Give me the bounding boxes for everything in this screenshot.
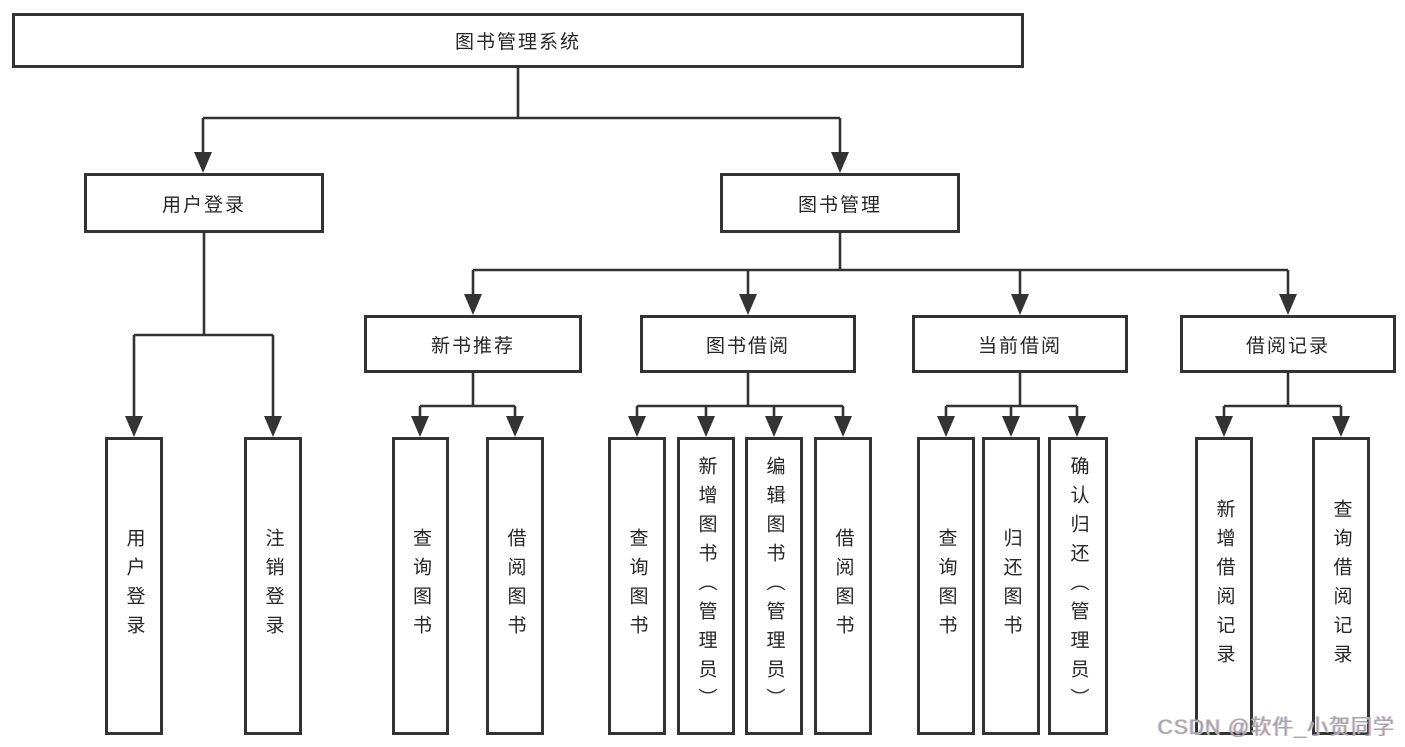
node-label: 借阅图书 xyxy=(832,528,854,644)
arrow-down-icon xyxy=(1011,294,1029,315)
node-label: 新增图书（管理员） xyxy=(695,455,717,717)
leaf-return-book: 归还图书 xyxy=(982,437,1040,735)
node-label: 查询图书 xyxy=(935,528,957,644)
arrow-down-icon xyxy=(1332,416,1350,437)
node-label: 注销登录 xyxy=(262,528,284,644)
arrow-down-icon xyxy=(506,416,524,437)
arrow-down-icon xyxy=(834,416,852,437)
csdn-watermark: CSDN @软件_小贺同学 xyxy=(1157,716,1395,739)
node-label: 新增借阅记录 xyxy=(1213,499,1235,673)
arrow-down-icon xyxy=(739,294,757,315)
leaf-user-login: 用户登录 xyxy=(105,437,163,735)
node-label: 查询图书 xyxy=(626,528,648,644)
connector-newbook-to-leaves xyxy=(418,373,517,423)
leaf-confirm-return-admin: 确认归还（管理员） xyxy=(1048,437,1108,735)
leaf-query-books-2: 查询图书 xyxy=(608,437,666,735)
arrow-down-icon xyxy=(1279,294,1297,315)
node-label: 编辑图书（管理员） xyxy=(763,455,785,717)
arrow-down-icon xyxy=(765,416,783,437)
leaf-add-borrow-record: 新增借阅记录 xyxy=(1195,437,1253,735)
connector-root-to-level1 xyxy=(201,68,842,159)
connector-records-to-leaves xyxy=(1222,373,1343,423)
node-label: 新书推荐 xyxy=(430,335,515,357)
leaf-borrow-books-1: 借阅图书 xyxy=(486,437,544,735)
node-current-borrow: 当前借阅 xyxy=(912,315,1128,373)
arrow-down-icon xyxy=(628,416,646,437)
arrow-down-icon xyxy=(697,416,715,437)
node-label: 确认归还（管理员） xyxy=(1067,455,1089,717)
arrow-down-icon xyxy=(464,294,482,315)
node-label: 借阅记录 xyxy=(1245,335,1330,357)
arrow-down-icon xyxy=(831,152,849,173)
connector-current-to-leaves xyxy=(944,373,1079,423)
node-borrow-records: 借阅记录 xyxy=(1180,315,1396,373)
node-label: 用户登录 xyxy=(161,194,246,216)
node-label: 图书借阅 xyxy=(705,335,790,357)
node-book-management: 图书管理 xyxy=(720,173,960,233)
arrow-down-icon xyxy=(1068,416,1086,437)
node-label: 当前借阅 xyxy=(977,335,1062,357)
arrow-down-icon xyxy=(1215,416,1233,437)
arrowheads xyxy=(125,152,1350,437)
arrow-down-icon xyxy=(194,152,212,173)
leaf-logout: 注销登录 xyxy=(244,437,302,735)
connector-borrow-to-leaves xyxy=(635,373,845,423)
node-root-title: 图书管理系统 xyxy=(12,13,1024,68)
node-label: 用户登录 xyxy=(123,528,145,644)
leaf-query-books-3: 查询图书 xyxy=(917,437,975,735)
leaf-query-books-1: 查询图书 xyxy=(392,437,449,735)
arrow-down-icon xyxy=(937,416,955,437)
connector-user-to-leaves xyxy=(132,233,275,423)
node-label: 借阅图书 xyxy=(504,528,526,644)
node-book-borrow: 图书借阅 xyxy=(640,315,856,373)
leaf-add-book-admin: 新增图书（管理员） xyxy=(677,437,735,735)
leaf-borrow-books-2: 借阅图书 xyxy=(814,437,872,735)
node-label: 图书管理系统 xyxy=(454,32,581,53)
connector-mgmt-to-groups xyxy=(471,233,1290,301)
node-label: 图书管理 xyxy=(797,194,882,216)
arrow-down-icon xyxy=(264,416,282,437)
leaf-query-borrow-record: 查询借阅记录 xyxy=(1312,437,1370,735)
arrow-down-icon xyxy=(411,416,429,437)
arrow-down-icon xyxy=(1002,416,1020,437)
arrow-down-icon xyxy=(125,416,143,437)
node-user-login: 用户登录 xyxy=(84,173,324,233)
connector-lines xyxy=(132,68,1343,423)
node-label: 归还图书 xyxy=(1000,528,1022,644)
node-label: 查询借阅记录 xyxy=(1330,499,1352,673)
node-label: 查询图书 xyxy=(410,528,431,644)
leaf-edit-book-admin: 编辑图书（管理员） xyxy=(745,437,803,735)
node-new-book-recommend: 新书推荐 xyxy=(364,315,582,373)
